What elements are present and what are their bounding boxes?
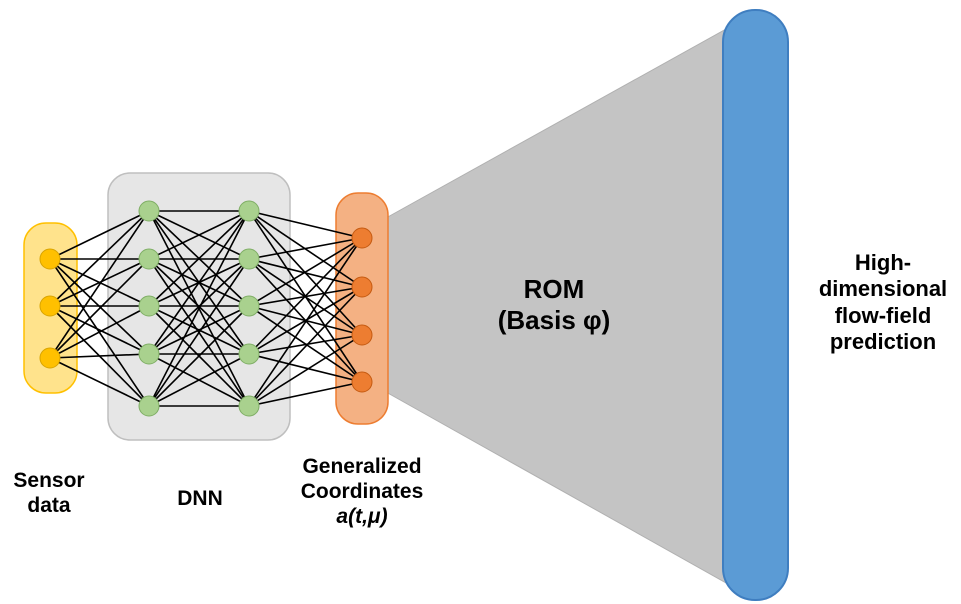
network-nodes	[39, 200, 373, 417]
prediction-label-line-3: flow-field	[834, 302, 932, 328]
edge-layer3-4-to-4	[248, 353, 363, 383]
hidden2-node-1	[238, 200, 260, 222]
edge-layer3-3-to-1	[248, 237, 363, 307]
rom-label-line-2: (Basis φ)	[497, 305, 611, 336]
edge-layer1-3-to-5	[49, 357, 150, 407]
edge-layer3-1-to-1	[248, 210, 363, 239]
dnn-label-text: DNN	[177, 487, 223, 510]
generalized-coordinates-label: Generalized Coordinates a(t,μ)	[280, 454, 444, 530]
edge-layer1-1-to-1	[49, 210, 150, 260]
network-edges	[49, 210, 363, 407]
edge-layer3-5-to-3	[248, 334, 363, 407]
edge-layer2-5-to-1	[148, 210, 250, 407]
edge-layer1-3-to-2	[49, 258, 150, 359]
prediction-label-line-2: dimensional	[818, 276, 948, 302]
output-node-2	[351, 276, 373, 298]
flow-field-prediction-label: High- dimensional flow-field prediction	[808, 250, 958, 356]
edge-layer1-3-to-4	[49, 353, 150, 359]
sensor-label-line-1: Sensor	[13, 469, 85, 492]
edge-layer3-4-to-2	[248, 286, 363, 355]
edge-layer2-4-to-2	[148, 258, 250, 355]
edge-layer3-5-to-4	[248, 381, 363, 407]
hidden1-node-5	[138, 395, 160, 417]
edge-layer1-2-to-4	[49, 305, 150, 355]
input-node-1	[39, 248, 61, 270]
hidden1-node-3	[138, 295, 160, 317]
edge-layer3-5-to-1	[248, 237, 363, 407]
edge-layer3-5-to-2	[248, 286, 363, 407]
generalized-label-line-1: Generalized	[302, 455, 422, 478]
edge-layer2-5-to-3	[148, 305, 250, 407]
generalized-label-line-2: Coordinates	[300, 480, 424, 504]
output-node-4	[351, 371, 373, 393]
edge-layer2-2-to-1	[148, 210, 250, 260]
edge-layer3-2-to-1	[248, 237, 363, 260]
input-node-3	[39, 347, 61, 369]
rom-label: ROM (Basis φ)	[474, 274, 634, 336]
edge-layer1-3-to-1	[49, 210, 150, 359]
dnn-label: DNN	[150, 486, 250, 511]
input-node-2	[39, 295, 61, 317]
sensor-data-label: Sensor data	[2, 468, 96, 518]
hidden1-node-2	[138, 248, 160, 270]
edge-layer2-5-to-2	[148, 258, 250, 407]
hidden2-node-3	[238, 295, 260, 317]
prediction-label-line-4: prediction	[829, 329, 937, 355]
output-node-3	[351, 324, 373, 346]
edge-layer3-4-to-1	[248, 237, 363, 355]
edge-layer2-4-to-1	[148, 210, 250, 355]
hidden2-node-4	[238, 343, 260, 365]
edge-layer2-5-to-4	[148, 353, 250, 407]
hidden1-node-4	[138, 343, 160, 365]
edge-layer1-2-to-2	[49, 258, 150, 307]
edge-layer2-4-to-3	[148, 305, 250, 355]
edge-layer1-2-to-1	[49, 210, 150, 307]
output-node-1	[351, 227, 373, 249]
hidden2-node-5	[238, 395, 260, 417]
flow-field-output-bar	[722, 9, 789, 601]
edge-layer3-4-to-3	[248, 334, 363, 355]
edge-layer3-2-to-2	[248, 258, 363, 288]
edge-layer2-3-to-1	[148, 210, 250, 307]
hidden2-node-2	[238, 248, 260, 270]
sensor-label-line-2: data	[27, 494, 71, 518]
hidden1-node-1	[138, 200, 160, 222]
generalized-label-line-3: a(t,μ)	[336, 505, 388, 529]
rom-label-line-1: ROM	[523, 274, 585, 304]
prediction-label-line-1: High-	[854, 250, 912, 275]
edge-layer1-3-to-3	[49, 305, 150, 359]
